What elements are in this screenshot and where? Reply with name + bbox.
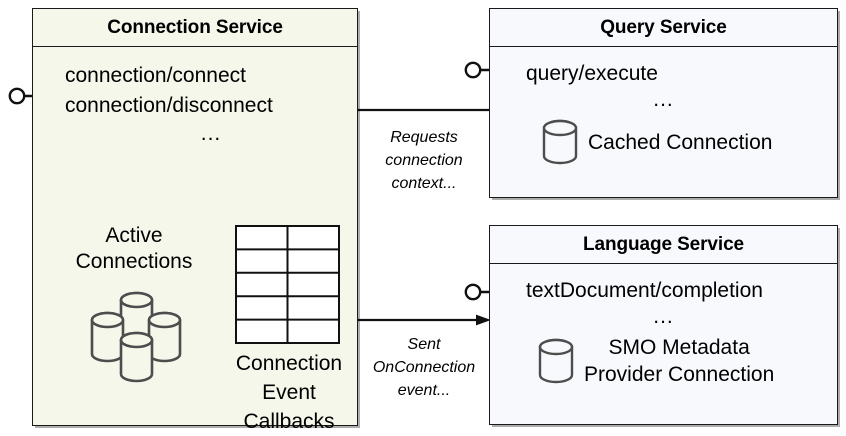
interface-connection-connect[interactable]: connection/connect: [65, 64, 246, 87]
database-cylinder-icon: [542, 119, 578, 165]
connection-service-body: connection/connect connection/disconnect…: [33, 47, 357, 433]
connection-service-ellipsis: ...: [200, 122, 222, 145]
query-service-header: Query Service: [490, 9, 837, 47]
database-cylinder-icon: [538, 338, 574, 384]
cached-connection-caption-line1: Cached Connection: [588, 130, 773, 154]
callbacks-label-line2: Event: [262, 381, 316, 404]
query-service-body: query/execute ... Cached Connection: [490, 47, 837, 197]
interface-textdocument-completion[interactable]: textDocument/completion: [526, 279, 763, 302]
interface-query-execute[interactable]: query/execute: [526, 62, 658, 85]
edge-connection-to-language: [341, 314, 491, 326]
edge-query-to-connection: [338, 104, 489, 116]
smo-metadata-caption-line1: SMO Metadata: [608, 336, 750, 359]
component-language-service[interactable]: Language Service textDocument/completion…: [489, 225, 838, 425]
edge-label-requests-connection-context: Requests connection context...: [363, 126, 485, 195]
connection-event-callbacks-label: Connection Event Callbacks: [215, 349, 363, 436]
smo-metadata-provider-row: SMO Metadata Provider Connection: [538, 334, 774, 388]
active-connections-label-line1: Active: [105, 224, 163, 247]
cached-connection-row: Cached Connection: [542, 119, 772, 165]
table-grid-icon: [235, 225, 340, 344]
callbacks-label-line3: Callbacks: [243, 410, 335, 433]
connection-service-title: Connection Service: [107, 16, 283, 38]
connection-service-header: Connection Service: [33, 9, 357, 47]
connection-service-interface-list: connection/connect connection/disconnect…: [33, 61, 357, 147]
active-connections-label-line2: Connections: [75, 250, 193, 273]
component-query-service[interactable]: Query Service query/execute ... Cached C…: [489, 8, 838, 198]
smo-metadata-caption-line2: Provider Connection: [584, 363, 775, 386]
edge-label-sent-onconnection-event: Sent OnConnection event...: [358, 333, 490, 402]
smo-metadata-provider-caption: SMO Metadata Provider Connection: [584, 334, 774, 388]
database-stack-icon: [90, 291, 182, 383]
edge-label-sent-line1: Sent: [407, 336, 441, 353]
edge-label-requests-line2: connection: [385, 152, 463, 169]
interface-connection-disconnect[interactable]: connection/disconnect: [65, 94, 273, 117]
callbacks-label-line1: Connection: [235, 352, 343, 375]
edge-label-requests-line3: context...: [391, 175, 457, 192]
edge-label-requests-line1: Requests: [390, 129, 458, 146]
language-service-body: textDocument/completion ... SMO Metadata…: [490, 264, 837, 424]
language-service-title: Language Service: [582, 233, 745, 255]
language-service-ellipsis: ...: [653, 305, 674, 328]
edge-label-sent-line3: event...: [397, 382, 451, 399]
query-service-ellipsis: ...: [653, 88, 674, 111]
language-service-header: Language Service: [490, 226, 837, 264]
query-service-title: Query Service: [600, 16, 727, 38]
cached-connection-caption: Cached Connection: [588, 129, 772, 156]
component-connection-service[interactable]: Connection Service connection/connect co…: [32, 8, 358, 433]
edge-label-sent-line2: OnConnection: [372, 359, 476, 376]
active-connections-label: Active Connections: [49, 223, 219, 275]
